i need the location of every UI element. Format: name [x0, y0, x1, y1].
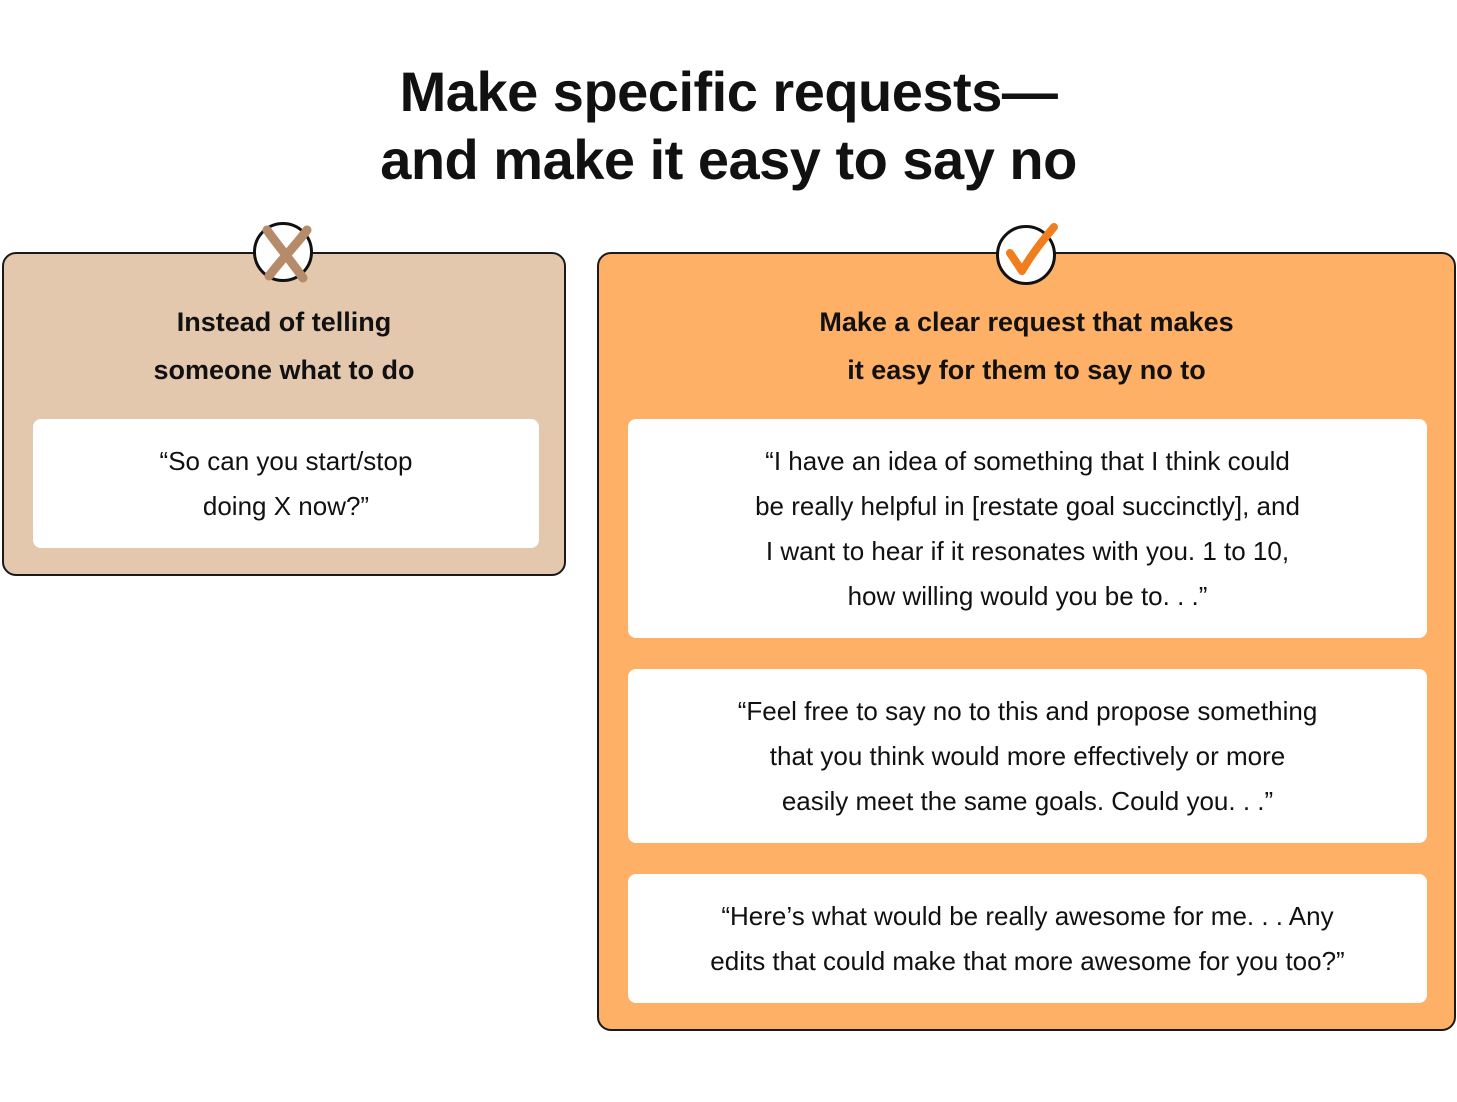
do-example-card-2: “Feel free to say no to this and propose…	[628, 669, 1427, 843]
do-heading-line-2: it easy for them to say no to	[847, 355, 1206, 385]
do-example-card-1: “I have an idea of something that I thin…	[628, 419, 1427, 638]
dont-example-line-2: doing X now?”	[202, 490, 370, 521]
do-example-1-line-3: I want to hear if it resonates with you.…	[765, 535, 1290, 566]
dont-panel: Instead of telling someone what to do “S…	[2, 252, 566, 576]
dont-heading-line-1: Instead of telling	[176, 307, 392, 337]
do-example-2-line-1: “Feel free to say no to this and propose…	[737, 695, 1318, 726]
page-title: Make specific requests— and make it easy…	[0, 58, 1457, 194]
x-mark-icon	[253, 222, 313, 283]
do-heading: Make a clear request that makes it easy …	[599, 298, 1454, 394]
do-example-1-line-1: “I have an idea of something that I thin…	[765, 445, 1290, 476]
dont-heading: Instead of telling someone what to do	[4, 298, 564, 394]
do-example-2-line-2: that you think would more effectively or…	[769, 740, 1286, 771]
do-example-3-line-1: “Here’s what would be really awesome for…	[721, 900, 1334, 931]
dont-example-card: “So can you start/stop doing X now?”	[33, 419, 539, 548]
do-heading-line-1: Make a clear request that makes	[819, 307, 1234, 337]
do-example-1-line-4: how willing would you be to. . .”	[847, 580, 1208, 611]
title-line-2: and make it easy to say no	[380, 128, 1077, 191]
do-example-1-line-2: be really helpful in [restate goal succi…	[755, 490, 1300, 521]
dont-heading-line-2: someone what to do	[153, 355, 415, 385]
do-panel: Make a clear request that makes it easy …	[597, 252, 1456, 1031]
title-line-1: Make specific requests—	[399, 60, 1058, 123]
dont-example-line-1: “So can you start/stop	[159, 445, 413, 476]
check-mark-icon	[996, 223, 1058, 285]
do-example-3-line-2: edits that could make that more awesome …	[710, 945, 1345, 976]
do-example-card-3: “Here’s what would be really awesome for…	[628, 874, 1427, 1003]
do-example-2-line-3: easily meet the same goals. Could you. .…	[781, 785, 1274, 816]
